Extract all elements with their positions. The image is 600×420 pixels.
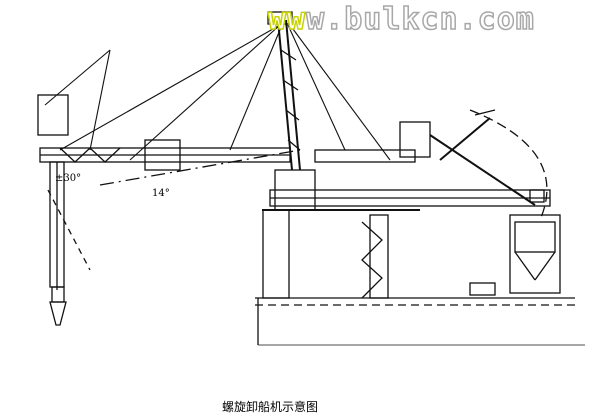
- boom-angle-label: 14°: [152, 188, 170, 199]
- watermark-prefix: ww: [267, 1, 307, 38]
- watermark: www.bulkcn.com: [267, 1, 535, 38]
- caption: 螺旋卸船机示意图: [222, 400, 319, 414]
- horizontal-boom: [39, 139, 301, 186]
- watermark-rest: w.bulkcn.com: [305, 1, 535, 38]
- vertical-arm: [37, 94, 91, 326]
- slew-angle-label: ±30°: [55, 173, 82, 184]
- quay-ground: [255, 297, 585, 346]
- stay-cables: [44, 24, 391, 161]
- truck: [469, 282, 496, 296]
- hopper: [509, 214, 561, 294]
- tower: [267, 11, 301, 171]
- portal-frame: [262, 169, 420, 299]
- rear-conveyor: [269, 109, 551, 221]
